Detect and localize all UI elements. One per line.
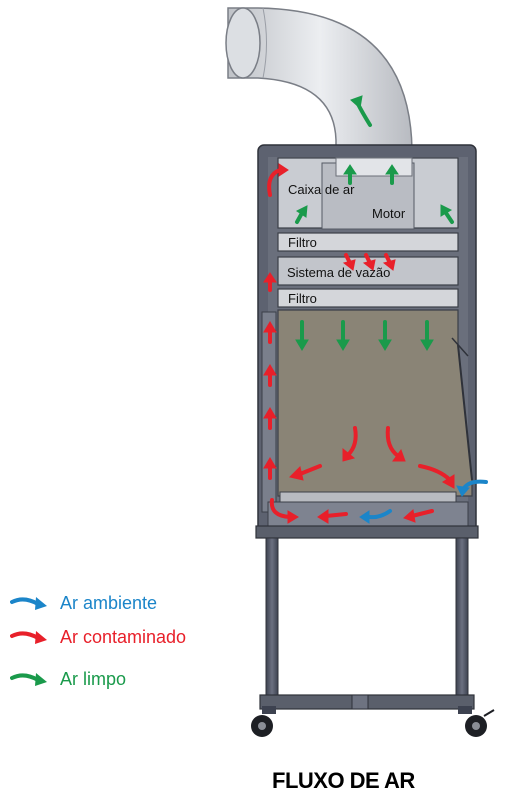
filter-bottom bbox=[277, 288, 459, 308]
stand bbox=[259, 537, 475, 714]
contaminated-air-arrows bbox=[263, 163, 455, 524]
arrow-contam-filter-3 bbox=[382, 253, 396, 271]
arrow-contam-bottom-2 bbox=[403, 509, 434, 523]
legend-label-contaminated-air: Ar contaminado bbox=[60, 627, 187, 647]
contaminated-air-arrow-icon bbox=[10, 631, 47, 644]
arrow-contam-bottom-left-curve bbox=[269, 498, 299, 524]
arrow-ambient-inlet bbox=[456, 479, 488, 497]
exhaust-duct bbox=[225, 7, 413, 171]
arrow-clean-down-2 bbox=[336, 320, 350, 351]
legend-item-clean-air: Ar limpo bbox=[10, 668, 260, 694]
work-chamber bbox=[277, 309, 473, 497]
arrow-clean-motor-left bbox=[343, 164, 357, 185]
base-plate bbox=[255, 525, 479, 539]
arrow-contam-front-curve bbox=[418, 464, 455, 489]
ambient-air-arrows bbox=[359, 479, 488, 524]
label-flow-system: Sistema de vazão bbox=[287, 265, 390, 280]
air-box-section bbox=[277, 157, 459, 230]
label-air-box: Caixa de ar bbox=[288, 182, 355, 197]
arrow-contam-topleft-curve bbox=[267, 163, 289, 197]
arrow-ambient-bottom bbox=[359, 509, 392, 524]
arrow-clean-down-3 bbox=[378, 320, 392, 351]
clean-air-arrow-icon bbox=[10, 673, 47, 686]
arrow-clean-box-left bbox=[295, 205, 308, 224]
ambient-air-arrow-icon bbox=[10, 597, 47, 610]
arrow-contam-side-up-2 bbox=[263, 321, 277, 344]
legend-item-ambient-air: Ar ambiente bbox=[10, 592, 260, 618]
filter-top bbox=[277, 232, 459, 252]
arrow-contam-side-up-4 bbox=[263, 407, 277, 430]
arrow-clean-motor-right bbox=[385, 164, 399, 185]
arrow-clean-box-right bbox=[440, 204, 454, 224]
caster-wheel-left bbox=[251, 715, 273, 737]
arrow-contam-chamber-down-left bbox=[289, 464, 322, 481]
arrow-contam-filter-2 bbox=[362, 253, 376, 271]
arrow-clean-down-4 bbox=[420, 320, 434, 351]
legend-label-clean-air: Ar limpo bbox=[60, 669, 127, 689]
legend-item-contaminated-air: Ar contaminado bbox=[10, 626, 260, 652]
diagram-title: FLUXO DE AR bbox=[272, 768, 415, 793]
caster-wheel-right bbox=[465, 709, 495, 737]
arrow-contam-chamber-right bbox=[385, 426, 406, 462]
arrow-contam-chamber-left bbox=[342, 426, 358, 462]
arrow-clean-duct bbox=[350, 95, 372, 127]
arrow-contam-side-up-5 bbox=[263, 457, 277, 480]
clean-air-arrows bbox=[295, 95, 454, 351]
arrow-contam-side-up-1 bbox=[263, 272, 277, 292]
arrow-contam-side-up-3 bbox=[263, 364, 277, 387]
arrow-clean-down-1 bbox=[295, 320, 309, 351]
arrow-contam-filter-1 bbox=[342, 253, 356, 271]
label-motor: Motor bbox=[372, 206, 406, 221]
label-filter-top: Filtro bbox=[288, 235, 317, 250]
arrow-contam-bottom-1 bbox=[317, 509, 348, 524]
label-filter-bottom: Filtro bbox=[288, 291, 317, 306]
legend-label-ambient-air: Ar ambiente bbox=[60, 593, 158, 613]
